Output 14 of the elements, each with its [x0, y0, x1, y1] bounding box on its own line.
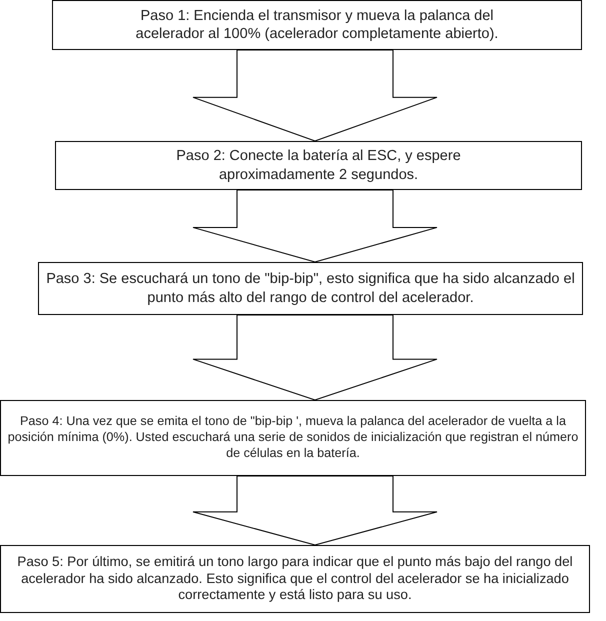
step-box	[38, 262, 583, 315]
step-box	[0, 400, 586, 476]
block-arrow	[192, 314, 438, 401]
step-box	[55, 141, 582, 190]
block-arrow	[192, 50, 438, 142]
step-text: Paso 4: Una vez que se emita el tono de "bip-bip ', mueva la palanca del acelerador de vuelta a la posición mínima (0%). Usted escuchará una serie de sonidos de inicialización que registran el número de células en la batería.	[6, 414, 580, 462]
step-text: Paso 3: Se escuchará un tono de "bip-bip", esto significa que ha sido alcanzado el punto más alto del rango de control del acelerador.	[45, 270, 576, 307]
step-text: Paso 2: Conecte la batería al ESC, y espere aproximadamente 2 segundos.	[175, 147, 462, 184]
step-text: Paso 5: Por último, se emitirá un tono largo para indicar que el punto más bajo del rango del acelerador ha sido alcanzado. Esto significa que el control del acelerador se ha inicializado correctamente y está listo para su uso.	[16, 554, 574, 604]
block-arrow	[192, 190, 438, 263]
step-box	[0, 545, 590, 613]
block-arrow	[192, 476, 438, 546]
step-box	[52, 0, 582, 50]
step-text: Paso 1: Encienda el transmisor y mueva la palanca del acelerador al 100% (acelerador completamente abierto).	[134, 6, 500, 44]
